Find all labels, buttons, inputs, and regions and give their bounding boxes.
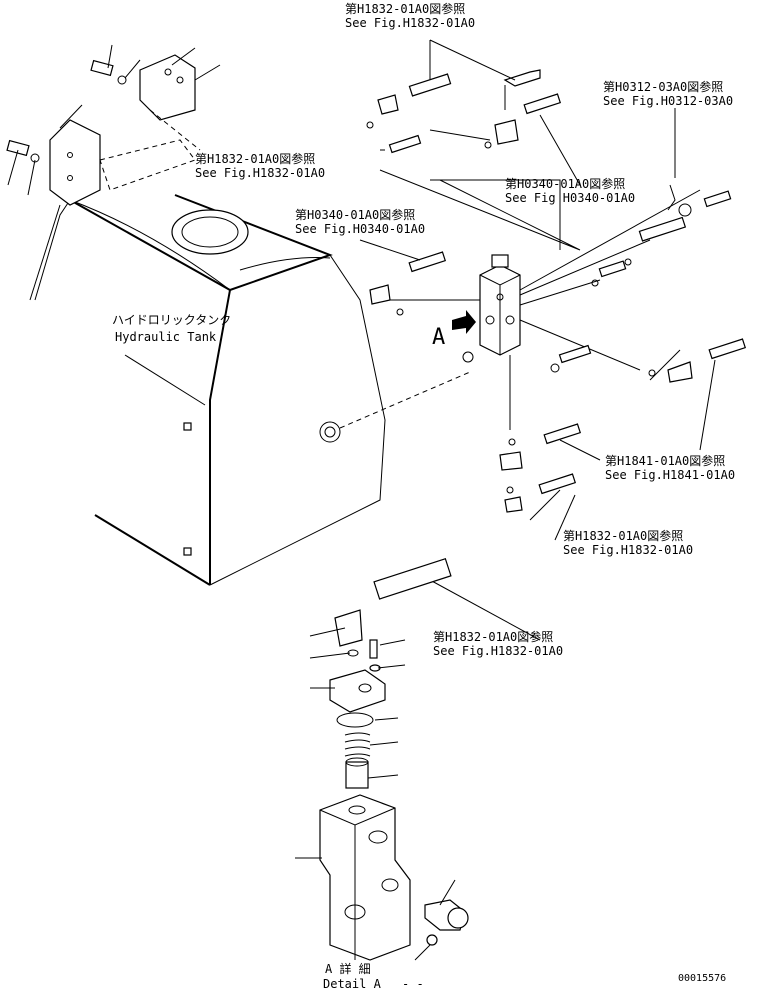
detail-title-suffix: - - bbox=[402, 977, 424, 991]
reference-h1832-mid: 第H1832-01A0図参照 See Fig.H1832-01A0 bbox=[195, 152, 325, 180]
hydraulic-tank bbox=[29, 194, 471, 586]
reference-h0340-right: 第H0340-01A0図参照 See Fig H0340-01A0 bbox=[505, 177, 635, 205]
reference-en: See Fig.H1832-01A0 bbox=[195, 166, 326, 180]
reference-en: See Fig.H1832-01A0 bbox=[433, 644, 564, 658]
detail-title-en: Detail A bbox=[323, 977, 381, 991]
reference-jp: 第H1832-01A0図参照 bbox=[433, 630, 554, 644]
reference-h0340-left: 第H0340-01A0図参照 See Fig.H0340-01A0 bbox=[295, 208, 425, 236]
reference-jp: 第H1841-01A0図参照 bbox=[605, 454, 726, 468]
reference-jp: 第H1832-01A0図参照 bbox=[563, 529, 684, 543]
reference-jp: 第H0340-01A0図参照 bbox=[295, 208, 416, 222]
reference-en: See Fig.H1832-01A0 bbox=[563, 543, 694, 557]
tank-label-jp: ハイドロリックタンク bbox=[112, 313, 232, 327]
reference-jp: 第H1832-01A0図参照 bbox=[345, 2, 466, 16]
reference-h0312: 第H0312-03A0図参照 See Fig.H0312-03A0 bbox=[603, 80, 733, 108]
reference-h1841: 第H1841-01A0図参照 See Fig.H1841-01A0 bbox=[605, 454, 735, 482]
view-marker: A bbox=[432, 325, 446, 350]
reference-h1832-top: 第H1832-01A0図参照 See Fig.H1832-01A0 bbox=[345, 2, 475, 30]
reference-jp: 第H1832-01A0図参照 bbox=[195, 152, 316, 166]
reference-en: See Fig.H1841-01A0 bbox=[605, 468, 736, 482]
reference-h1832-detail: 第H1832-01A0図参照 See Fig.H1832-01A0 bbox=[433, 630, 563, 658]
bracket-assembly bbox=[6, 44, 221, 206]
hose-fittings bbox=[366, 69, 747, 513]
reference-jp: 第H0312-03A0図参照 bbox=[603, 80, 724, 94]
view-arrow-icon bbox=[452, 310, 476, 334]
valve-block bbox=[380, 189, 701, 430]
reference-en: See Fig.H1832-01A0 bbox=[345, 16, 476, 30]
leader-lines bbox=[359, 39, 716, 641]
reference-jp: 第H0340-01A0図参照 bbox=[505, 177, 626, 191]
detail-a-view bbox=[295, 557, 469, 961]
drawing-number: 00015576 bbox=[678, 973, 727, 984]
detail-title-jp: A 詳 細 bbox=[325, 962, 371, 976]
reference-en: See Fig.H0340-01A0 bbox=[295, 222, 426, 236]
reference-h1832-lower: 第H1832-01A0図参照 See Fig.H1832-01A0 bbox=[563, 529, 693, 557]
reference-en: See Fig.H0312-03A0 bbox=[603, 94, 734, 108]
reference-en: See Fig H0340-01A0 bbox=[505, 191, 636, 205]
tank-label-en: Hydraulic Tank bbox=[115, 330, 217, 344]
